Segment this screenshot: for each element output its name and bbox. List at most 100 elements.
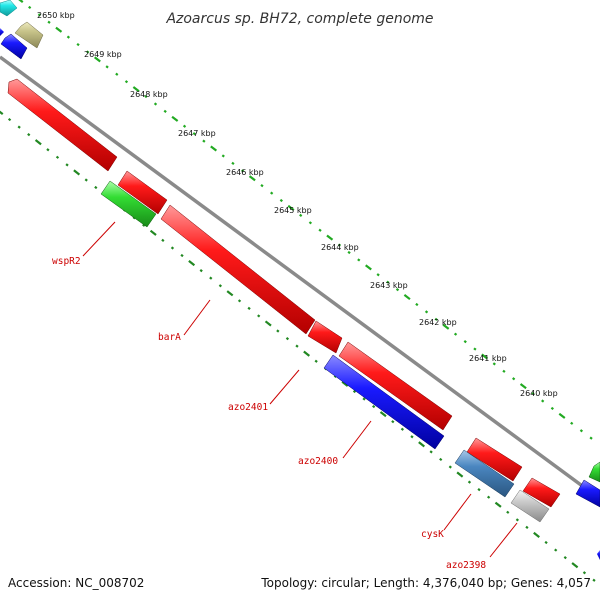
gene-azo2401[interactable] [307,320,343,354]
inner-minor-tick [506,510,510,514]
inner-minor-tick [410,435,414,439]
inner-major-tick [226,290,234,297]
gene-azo2400-red[interactable] [338,341,453,431]
inner-minor-tick [84,178,88,182]
outer-major-tick [442,323,450,330]
ruler-label-2643: 2643 kbp [370,281,408,290]
inner-major-tick [34,139,42,146]
outer-major-tick [248,175,256,182]
outer-minor-tick [47,20,51,24]
outer-major-tick [55,26,63,33]
inner-minor-tick [362,397,366,401]
label-azo2401[interactable]: azo2401 [228,402,268,413]
inner-major-tick [149,229,157,236]
label-cysK[interactable]: cysK [421,529,444,540]
gene-barA-marker[interactable] [117,170,168,215]
inner-minor-tick [161,238,165,243]
feature-khaki-partial[interactable] [14,21,44,49]
gene-azo2400-blue[interactable] [323,354,445,450]
outer-major-tick [558,412,566,419]
accession-info: Accession: NC_008702 [8,576,144,590]
label-azo2398[interactable]: azo2398 [446,560,486,571]
outer-minor-tick [337,243,342,247]
outer-minor-tick [270,191,274,195]
feature-blue-partial-left[interactable] [0,33,28,60]
inner-major-tick [264,320,272,327]
inner-minor-tick [429,450,433,454]
inner-minor-tick [209,276,213,280]
inner-minor-tick [27,133,31,137]
outer-minor-tick [115,72,119,76]
outer-minor-tick [202,139,206,143]
gene-barA[interactable] [160,204,316,335]
gene-wspR2[interactable] [7,78,118,172]
inner-minor-tick [276,329,280,333]
outer-minor-tick [463,340,467,344]
outer-minor-tick [163,109,167,114]
inner-major-tick [0,110,4,116]
leader-cysK [443,493,472,531]
outer-minor-tick [86,50,90,54]
inner-minor-tick [563,556,567,560]
inner-minor-tick [372,404,376,409]
ruler-label-2647: 2647 kbp [178,129,216,138]
gene-cysK-red[interactable] [466,437,523,482]
feature-green-partial-right[interactable] [588,461,600,483]
ruler-label-2648: 2648 kbp [130,90,168,99]
outer-minor-tick [221,154,225,158]
genome-summary: Topology: circular; Length: 4,376,040 bp… [260,576,591,590]
outer-minor-tick [395,288,400,292]
inner-major-tick [341,380,349,387]
outer-minor-tick [347,250,351,255]
outer-minor-tick [473,347,477,351]
outer-minor-tick [76,42,80,47]
outer-major-tick [287,204,295,211]
inner-minor-tick [55,155,60,159]
outer-minor-tick [28,5,32,10]
inner-minor-tick [180,253,184,258]
gene-azo2398-red[interactable] [522,477,561,508]
feature-cyan-partial[interactable] [0,0,18,17]
gene-wspR2-green[interactable] [100,180,157,228]
inner-minor-tick [199,269,203,273]
inner-minor-tick [7,117,12,122]
outer-minor-tick [386,280,390,284]
inner-minor-tick [237,299,242,303]
gene-cysK-steel[interactable] [454,449,515,498]
inner-minor-tick [487,495,491,499]
inner-minor-tick [582,571,587,575]
ruler-labels: 2650 kbp 2649 kbp 2648 kbp 2647 kbp 2646… [37,11,558,398]
inner-minor-tick [295,344,299,348]
outer-minor-tick [124,80,129,84]
ruler-label-2649: 2649 kbp [84,50,122,59]
outer-minor-tick [241,169,245,173]
label-wspR2[interactable]: wspR2 [52,256,81,267]
ruler-label-2641: 2641 kbp [469,354,507,363]
outer-minor-tick [153,102,158,106]
inner-minor-tick [17,125,21,129]
outer-minor-tick [415,302,419,307]
outer-minor-tick [531,391,535,396]
outer-minor-tick [376,273,380,277]
outer-minor-tick [260,184,264,188]
outer-minor-tick [424,310,429,314]
inner-major-tick [379,411,387,418]
outer-major-tick [365,264,372,271]
outer-minor-tick [434,317,438,321]
outer-minor-tick [570,421,574,425]
feature-blue-sliver-left[interactable] [0,28,4,36]
outer-minor-tick [357,258,361,262]
outer-major-tick [519,383,527,390]
ruler-label-2645: 2645 kbp [274,206,312,215]
inner-major-tick [456,471,464,478]
inner-minor-tick [142,223,146,227]
feature-blue-partial-right[interactable] [575,479,600,508]
label-barA[interactable]: barA [158,332,181,343]
outer-minor-tick [279,198,283,203]
inner-minor-tick [400,427,405,431]
feature-blue-sliver-right[interactable] [597,550,600,560]
label-azo2400[interactable]: azo2400 [298,456,338,467]
gene-azo2398-gray[interactable] [510,489,550,523]
outer-minor-tick [231,161,235,165]
